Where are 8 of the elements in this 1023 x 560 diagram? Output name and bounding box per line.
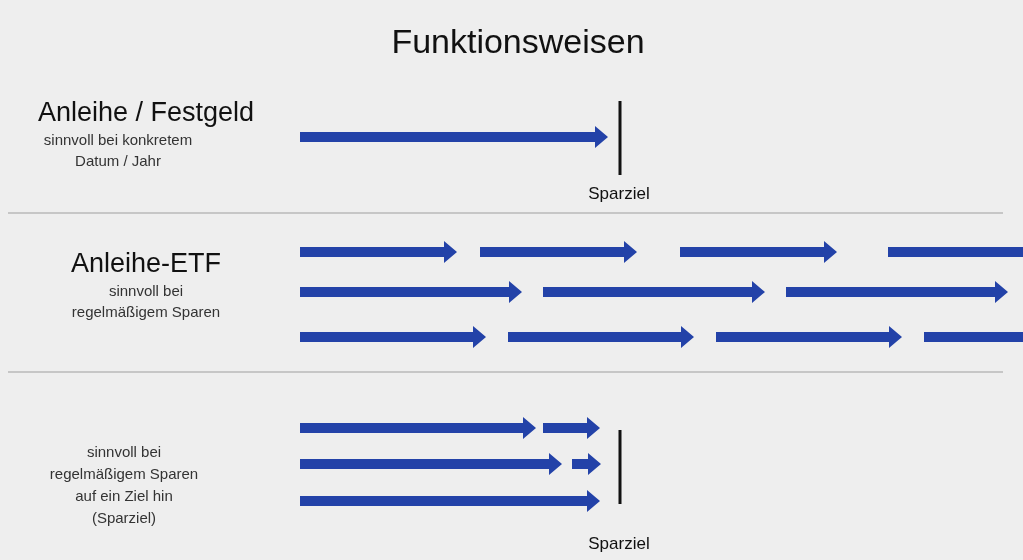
section-note: sinnvoll bei regelmäßigem Sparen auf ein Ziel hin (Sparziel): [48, 442, 200, 528]
goal-label: Sparziel: [587, 533, 651, 555]
section-heading: Anleihe / Festgeld: [36, 96, 256, 129]
section-note: sinnvoll bei regelmäßigem Sparen: [70, 281, 222, 322]
goal-label: Sparziel: [587, 183, 651, 205]
title: Funktionsweisen: [390, 21, 646, 62]
section-note: sinnvoll bei konkretem Datum / Jahr: [42, 130, 194, 171]
section-heading: Anleihe-ETF: [69, 247, 223, 280]
